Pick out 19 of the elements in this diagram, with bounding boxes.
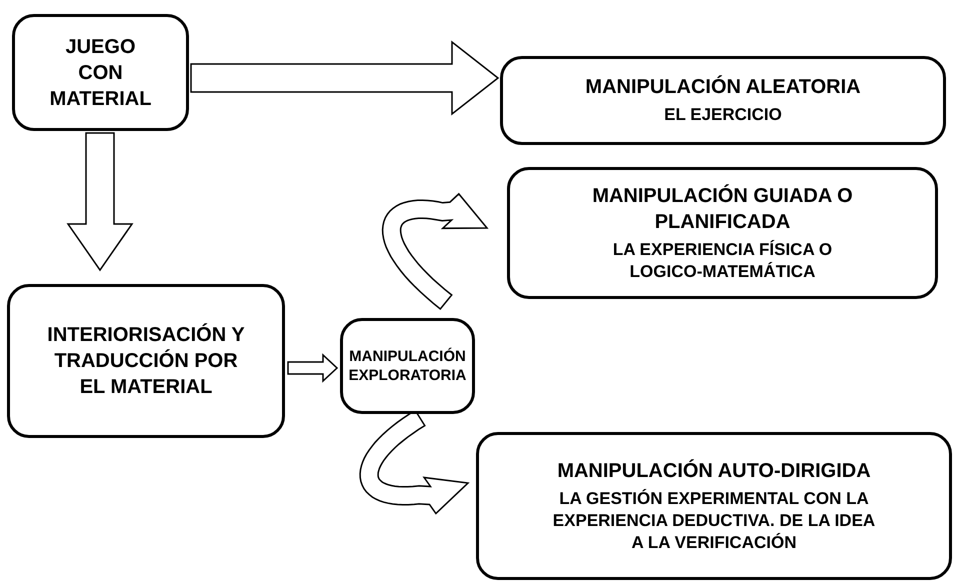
process-box	[340, 318, 475, 414]
process-box	[507, 167, 938, 299]
box-description: LA GESTIÓN EXPERIMENTAL CON LA EXPERIENCIA DEDUCTIVA. DE LA IDEA A LA VERIFICACIÓN	[552, 488, 876, 554]
process-box	[500, 56, 946, 145]
box-title: MANIPULACIÓN ALEATORIA	[585, 74, 861, 100]
block-arrow	[287, 353, 338, 383]
block-arrow	[190, 40, 500, 116]
box-description: EL EJERCICIO	[664, 104, 782, 126]
process-box	[476, 432, 952, 580]
box-title: MANIPULACIÓN AUTO-DIRIGIDA	[557, 458, 871, 484]
process-box	[7, 284, 285, 438]
process-box	[12, 14, 189, 131]
box-title: MANIPULACIÓN GUIADA O PLANIFICADA	[591, 183, 854, 235]
box-title: INTERIORISACIÓN Y TRADUCCIÓN POR EL MATERIAL	[46, 322, 246, 400]
curved-block-arrow	[382, 192, 489, 310]
block-arrow	[66, 132, 134, 272]
box-description: LA EXPERIENCIA FÍSICA O LOGICO-MATEMÁTICA	[612, 238, 834, 283]
box-title: MANIPULACIÓN EXPLORATORIA	[348, 346, 468, 386]
box-title: JUEGO CON MATERIAL	[48, 34, 152, 112]
